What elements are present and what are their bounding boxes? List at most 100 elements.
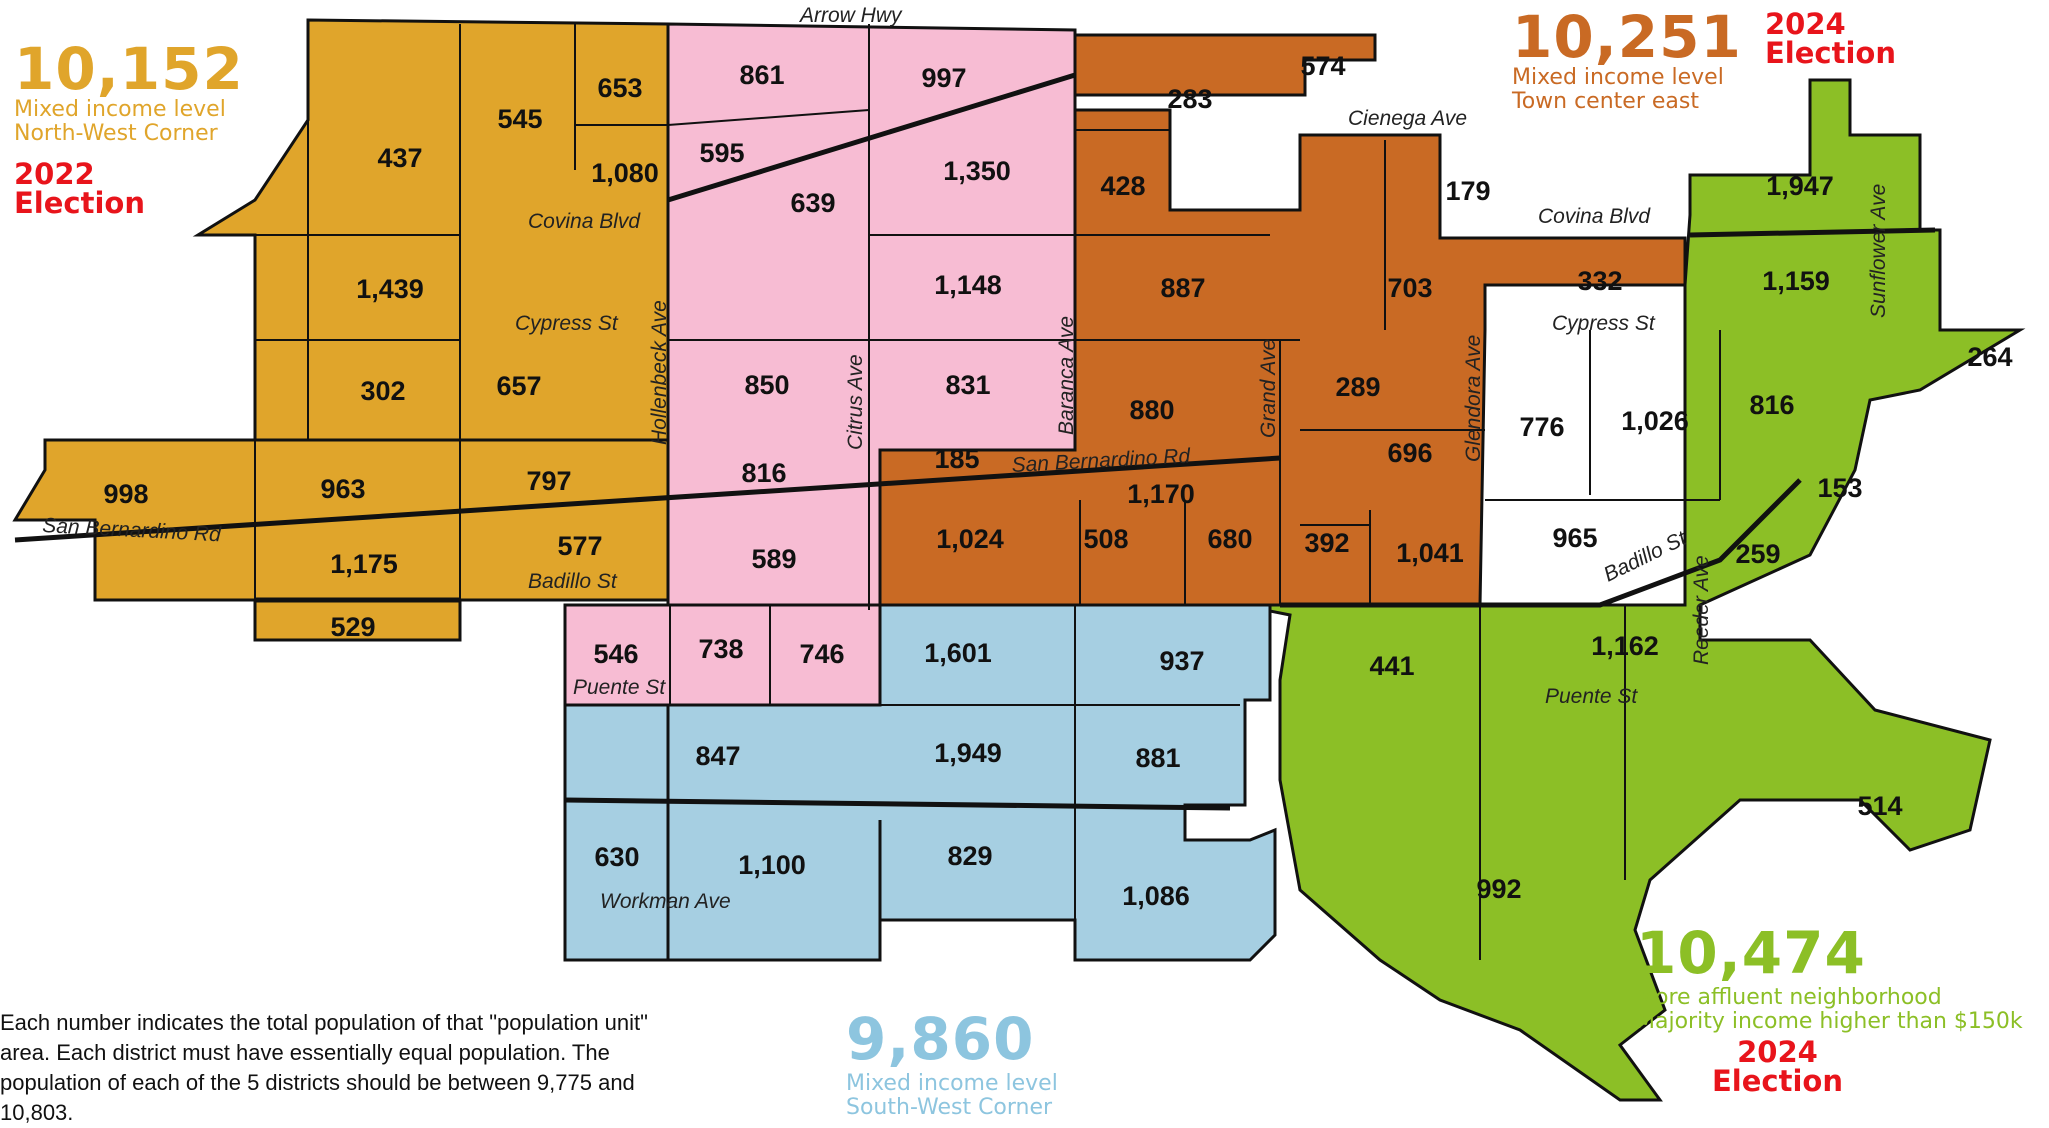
southwest-area [563, 603, 1277, 962]
southwest-far-west [563, 703, 670, 962]
unit-label: 998 [103, 479, 148, 509]
affluent-north-line [1689, 227, 1936, 238]
affluent-total: 10,474 [1636, 919, 1866, 987]
towncenter-line2: Town center east [1512, 89, 1699, 114]
unit-label: 937 [1159, 646, 1204, 676]
unit-label: 880 [1129, 395, 1174, 425]
cypress-st-west-label: Cypress St [515, 312, 619, 335]
population-unit-labels: 437 545 653 1,080 1,439 302 657 998 963 … [103, 51, 2012, 911]
unit-label: 1,949 [934, 738, 1002, 768]
unit-label: 441 [1369, 651, 1414, 681]
unit-label: 850 [744, 370, 789, 400]
northwest-line2: North-West Corner [14, 121, 218, 146]
unit-label: 1,086 [1122, 881, 1190, 911]
unit-label: 1,439 [356, 274, 424, 304]
affluent-annotation: 10,474 More affluent neighborhood Majori… [1636, 924, 2023, 1034]
unit-label: 703 [1387, 273, 1432, 303]
northwest-annotation: 10,152 Mixed income level North-West Cor… [14, 40, 244, 218]
towncenter-line1: Mixed income level [1512, 65, 1724, 90]
badillo-st-west-label: Badillo St [528, 570, 618, 593]
unit-label: 630 [594, 842, 639, 872]
unit-label: 437 [377, 143, 422, 173]
major-roads [14, 72, 1936, 811]
towncenter-election-year: 2024 [1765, 7, 1846, 41]
unit-label: 332 [1577, 266, 1622, 296]
unit-label: 861 [739, 60, 784, 90]
unit-label: 680 [1207, 524, 1252, 554]
unit-label: 392 [1304, 528, 1349, 558]
district-northwest [12, 18, 670, 642]
unit-label: 1,041 [1396, 538, 1464, 568]
unit-label: 639 [790, 188, 835, 218]
affluent-election-word: Election [1712, 1064, 1843, 1098]
unit-label: 738 [698, 634, 743, 664]
unit-label: 816 [1749, 390, 1794, 420]
unit-label: 1,601 [924, 638, 992, 668]
cypress-st-east-label: Cypress St [1552, 312, 1656, 335]
puente-st-east-label: Puente St [1545, 685, 1638, 708]
cienega-ave-label: Cienega Ave [1348, 107, 1467, 130]
unit-label: 746 [799, 639, 844, 669]
covina-blvd-east-label: Covina Blvd [1538, 205, 1651, 228]
unit-label: 289 [1335, 372, 1380, 402]
unit-label: 965 [1552, 523, 1597, 553]
unit-label: 1,026 [1621, 406, 1689, 436]
affluent-area [1239, 78, 2026, 1102]
unit-label: 1,162 [1591, 631, 1659, 661]
unit-label: 428 [1100, 171, 1145, 201]
unit-label: 574 [1300, 51, 1345, 81]
unit-label: 153 [1817, 473, 1862, 503]
unit-label: 776 [1519, 412, 1564, 442]
unit-label: 1,159 [1762, 266, 1830, 296]
unit-label: 283 [1167, 84, 1212, 114]
unit-label: 1,148 [934, 270, 1002, 300]
unit-label: 577 [557, 531, 602, 561]
arrow-connector-line [667, 72, 1076, 203]
unit-label: 831 [945, 370, 990, 400]
unit-label: 1,024 [936, 524, 1004, 554]
unit-label: 1,947 [1766, 171, 1834, 201]
unit-label: 963 [320, 474, 365, 504]
unit-label: 816 [741, 458, 786, 488]
unit-label: 992 [1476, 874, 1521, 904]
unit-label: 997 [921, 63, 966, 93]
unit-boundaries [95, 24, 1936, 960]
northwest-election-word: Election [14, 186, 145, 220]
workman-ave-label: Workman Ave [600, 890, 731, 913]
unit-label: 881 [1135, 743, 1180, 773]
san-bernardino-road-line [14, 455, 1281, 543]
district-affluent [1239, 78, 2026, 1102]
glendora-ave-label: Glendora Ave [1462, 335, 1485, 462]
southwest-total: 9,860 [846, 1005, 1035, 1073]
unit-label: 529 [330, 612, 375, 642]
unit-label: 797 [526, 466, 571, 496]
hollenbeck-ave-label: Hollenbeck Ave [648, 300, 671, 445]
southwest-line2: South-West Corner [846, 1095, 1053, 1120]
footnote: Each number indicates the total populati… [0, 1010, 648, 1125]
southwest-line1: Mixed income level [846, 1071, 1058, 1096]
unit-label: 508 [1083, 524, 1128, 554]
unit-label: 595 [699, 138, 744, 168]
southwest-east-west-line [564, 797, 1231, 811]
unit-label: 1,170 [1127, 479, 1195, 509]
unit-label: 1,350 [943, 156, 1011, 186]
covina-blvd-west-label: Covina Blvd [528, 210, 641, 233]
affluent-line1: More affluent neighborhood [1636, 985, 1942, 1010]
unit-label: 185 [934, 444, 979, 474]
unit-label: 829 [947, 841, 992, 871]
baranca-ave-label: Baranca Ave [1055, 316, 1078, 435]
towncenter-election: 2024 Election [1765, 10, 1896, 68]
unit-label: 545 [497, 104, 542, 134]
unit-label: 179 [1445, 176, 1490, 206]
affluent-election-year: 2024 [1737, 1035, 1818, 1069]
citrus-ave-label: Citrus Ave [844, 354, 867, 450]
unit-label: 546 [593, 639, 638, 669]
unit-label: 847 [695, 741, 740, 771]
district-southwest [563, 603, 1277, 962]
unit-label: 1,100 [738, 850, 806, 880]
towncenter-total: 10,251 [1512, 3, 1742, 71]
reeder-ave-label: Reeder Ave [1690, 555, 1713, 665]
northwest-total: 10,152 [14, 35, 244, 103]
unit-label: 302 [360, 376, 405, 406]
